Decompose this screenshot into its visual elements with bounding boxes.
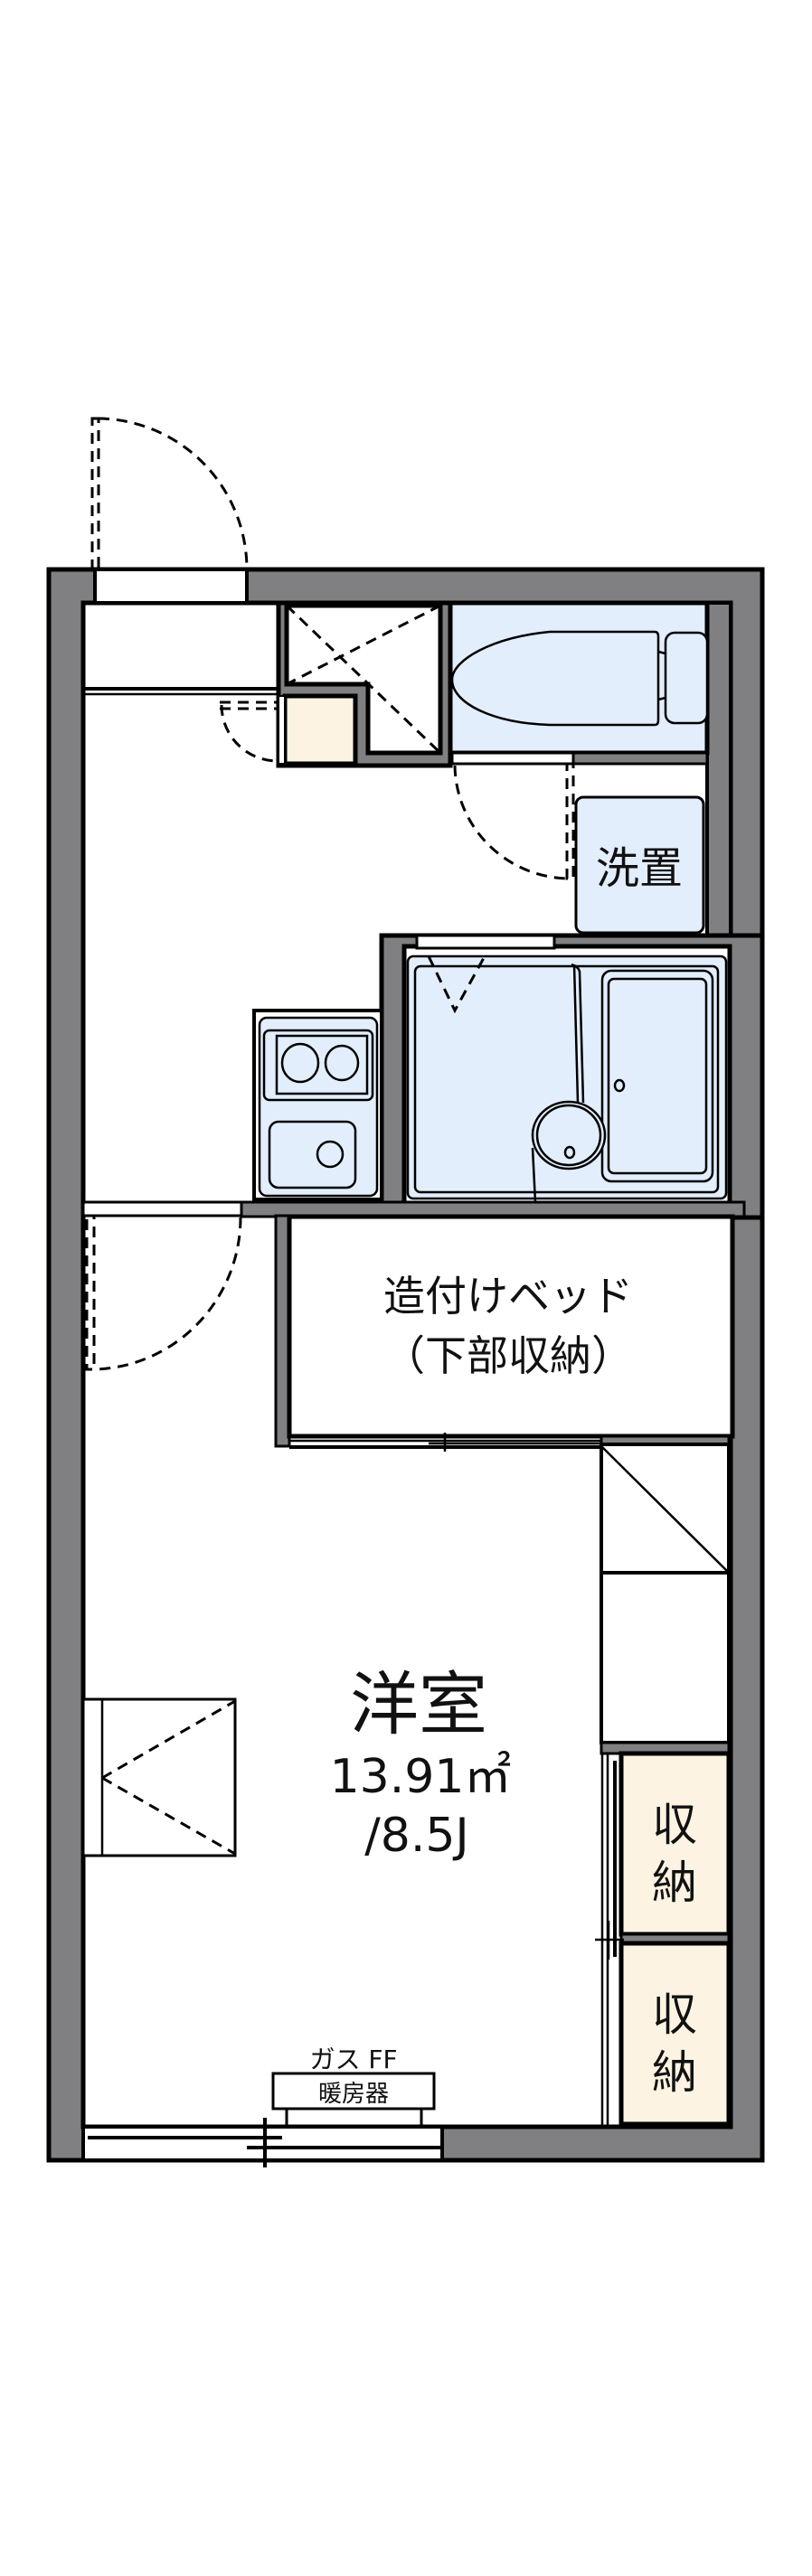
toilet-lower-wall [571,751,709,766]
storage-2 [618,1941,732,2127]
storage-1-label-2: 納 [652,1857,697,1909]
entrance-door[interactable] [90,417,249,571]
heater-label: 暖房器 [318,2081,389,2108]
closet-cross-2 [286,604,441,686]
storage-1 [618,1751,732,1937]
entrance-door-arc [98,417,249,570]
bath-door-opening [415,934,556,950]
built-in-bed [287,1214,735,1439]
toilet-icon [450,630,709,727]
balcony-window[interactable] [81,2118,444,2167]
wardrobe-diagonal [600,1445,730,1574]
toilet-door-opening [450,751,575,766]
shoe-box-frame [278,695,286,765]
washer-space-label: 洗置 [596,843,683,894]
shoe-box-door[interactable] [220,700,278,763]
heater-base [285,2107,423,2128]
wardrobe [600,1443,731,1744]
shoe-box [282,693,358,766]
storage-sliding-doors[interactable] [595,1753,624,2126]
bathtub-icon [600,969,714,1183]
sink-icon [268,1120,357,1189]
washbasin-icon [531,963,607,1203]
room-area: 13.91㎡ [330,1750,512,1804]
washer-space [574,795,705,935]
room-door-opening [81,1200,243,1217]
entrance-opening [93,568,249,605]
room-door[interactable] [85,1214,242,1371]
bed-sliding-door[interactable] [289,1433,601,1452]
room-name: 洋室 [350,1664,487,1744]
bed-label-line2: （下部収納） [383,1331,633,1380]
stove-icon [262,1029,374,1102]
storage-2-label-1: 収 [652,1988,697,2041]
storage-1-label-1: 収 [652,1799,697,1851]
toilet-door[interactable] [453,762,575,880]
right-inner-wall [705,601,732,937]
room-size-jo: /8.5J [364,1809,469,1863]
bath-door[interactable] [427,955,486,1014]
entrance-door-leaf [90,417,100,571]
heater-caption: ガス FF [309,2045,397,2074]
bed-label-line1: 造付けベッド [383,1272,633,1321]
storage-2-label-2: 納 [652,2046,697,2099]
heater-unit [271,2072,436,2111]
side-window [81,1697,237,1857]
